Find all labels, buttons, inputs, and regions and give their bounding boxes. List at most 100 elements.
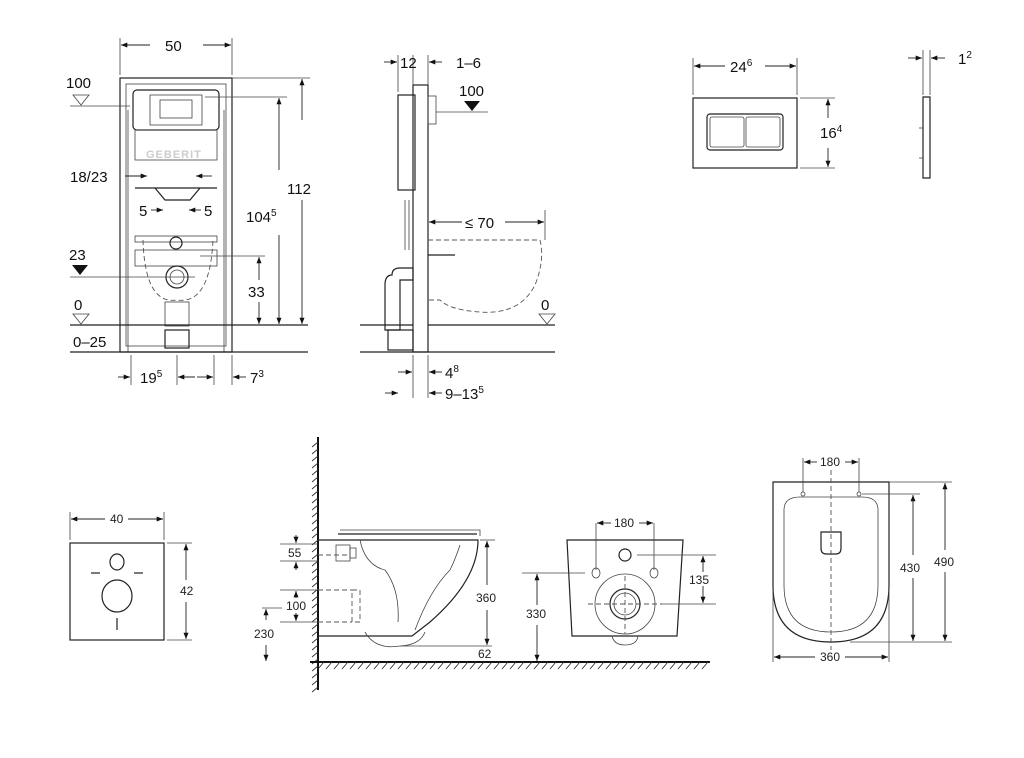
floor-hatch	[349, 661, 357, 670]
bowl-side-view: 55 100 230 360 62	[254, 437, 710, 693]
drain-bend	[384, 267, 414, 331]
dim-plate-thickness: 12	[958, 50, 972, 68]
dim-bowl-projection: ≤ 70	[465, 215, 494, 232]
wall-hatch	[311, 553, 319, 560]
brand-logo: GEBERIT	[146, 149, 202, 161]
flush-inlet-hole	[618, 548, 632, 562]
floor-hatch	[589, 661, 597, 670]
floor-hatch	[685, 661, 693, 670]
bowl-rear-view: 180 135 330	[522, 516, 716, 661]
floor-hatch	[405, 661, 413, 670]
floor-hatch	[437, 661, 445, 670]
dim-total-height: 112	[287, 181, 311, 198]
floor-hatch	[677, 661, 685, 670]
dim-bowl-width: 360	[820, 650, 840, 664]
dim-pad-height: 42	[180, 584, 194, 598]
bowl-outline	[428, 239, 543, 313]
floor-hatch	[501, 661, 509, 670]
floor-hatch	[381, 661, 389, 670]
wall-hatch	[311, 525, 319, 532]
dim-seat-length: 430	[900, 561, 920, 575]
dim-frame-depth: 12	[400, 55, 417, 72]
dim-depth-adjust: 1–6	[456, 55, 481, 72]
flush-button-small	[709, 116, 745, 148]
floor-hatch	[445, 661, 453, 670]
wall-hatch	[311, 469, 319, 476]
flush-pipe	[169, 236, 183, 250]
sound-pad	[69, 542, 165, 641]
dim-top-bolt-spacing: 180	[820, 455, 840, 469]
dim-bolt-height: 230	[254, 627, 274, 641]
floor-hatch	[461, 661, 469, 670]
floor-hatch	[413, 661, 421, 670]
floor-hatch	[509, 661, 517, 670]
flush-plate-view: 246 164 12	[692, 50, 972, 179]
dim-right-offset: 5	[204, 203, 212, 220]
floor-hatch	[597, 661, 605, 670]
wall-hatch	[311, 637, 319, 644]
wall-hatch	[311, 504, 319, 511]
dim-side-offset: 73	[250, 369, 264, 387]
bowl-profile	[318, 533, 479, 637]
frame-side-view: 12 1–6 100 ≤ 70 0 48 9–135	[360, 55, 556, 403]
floor-hatch	[645, 661, 653, 670]
floor-hatch	[573, 661, 581, 670]
floor-hatch	[541, 661, 549, 670]
bowl-top-view: 180 430 490 360	[772, 455, 954, 664]
dim-bowl-bottom: 62	[478, 647, 492, 661]
floor-hatch	[485, 661, 493, 670]
floor-hatch	[661, 661, 669, 670]
frame-outline	[119, 77, 233, 353]
floor-hatch	[701, 661, 709, 670]
wall-hatch	[311, 441, 319, 448]
wall-hatch	[311, 448, 319, 455]
dim-bowl-height: 360	[476, 591, 496, 605]
wall-hatch	[311, 616, 319, 623]
floor-hatch	[613, 661, 621, 670]
wall-hatch	[311, 546, 319, 553]
wall-hatch	[311, 490, 319, 497]
bowl-rear-outline	[566, 539, 684, 637]
floor-hatch	[581, 661, 589, 670]
level-bowl: 23	[69, 247, 86, 264]
wall-hatch	[311, 679, 319, 686]
wall-hatch	[311, 532, 319, 539]
wall-hatch	[311, 602, 319, 609]
floor-hatch	[693, 661, 701, 670]
dim-wall-gap: 48	[445, 364, 459, 382]
floor-hatch	[373, 661, 381, 670]
floor-hatch	[653, 661, 661, 670]
sound-pad-view: 40 42	[69, 512, 194, 641]
wall-hatch	[311, 574, 319, 581]
floor-hatch	[557, 661, 565, 670]
wall-hatch	[311, 623, 319, 630]
level-floor: 0	[74, 297, 82, 314]
dim-outlet-height: 33	[248, 284, 265, 301]
wall-hatch	[311, 686, 319, 693]
dim-actuator-height: 1045	[246, 208, 277, 226]
dim-pad-width: 40	[110, 512, 124, 526]
floor-hatch	[469, 661, 477, 670]
flush-plate	[692, 97, 798, 169]
floor-hatch	[493, 661, 501, 670]
wall-hatch	[311, 630, 319, 637]
floor-hatch	[341, 661, 349, 670]
dim-rear-bolt-spacing: 180	[614, 516, 634, 530]
dim-plate-height: 164	[820, 124, 843, 142]
wall-hatch	[311, 511, 319, 518]
wall-hatch	[311, 518, 319, 525]
floor-hatch	[429, 661, 437, 670]
dim-bowl-length: 490	[934, 555, 954, 569]
wall-hatch	[311, 651, 319, 658]
floor-hatch	[365, 661, 373, 670]
floor-hatch	[525, 661, 533, 670]
floor-hatch	[477, 661, 485, 670]
level-top-side: 100	[459, 83, 484, 100]
dim-wall-thickness: 9–135	[445, 385, 484, 403]
floor-hatch	[517, 661, 525, 670]
cistern-top	[132, 89, 220, 131]
floor-hatch	[357, 661, 365, 670]
wall-hatch	[311, 665, 319, 672]
floor-hatch	[317, 661, 325, 670]
